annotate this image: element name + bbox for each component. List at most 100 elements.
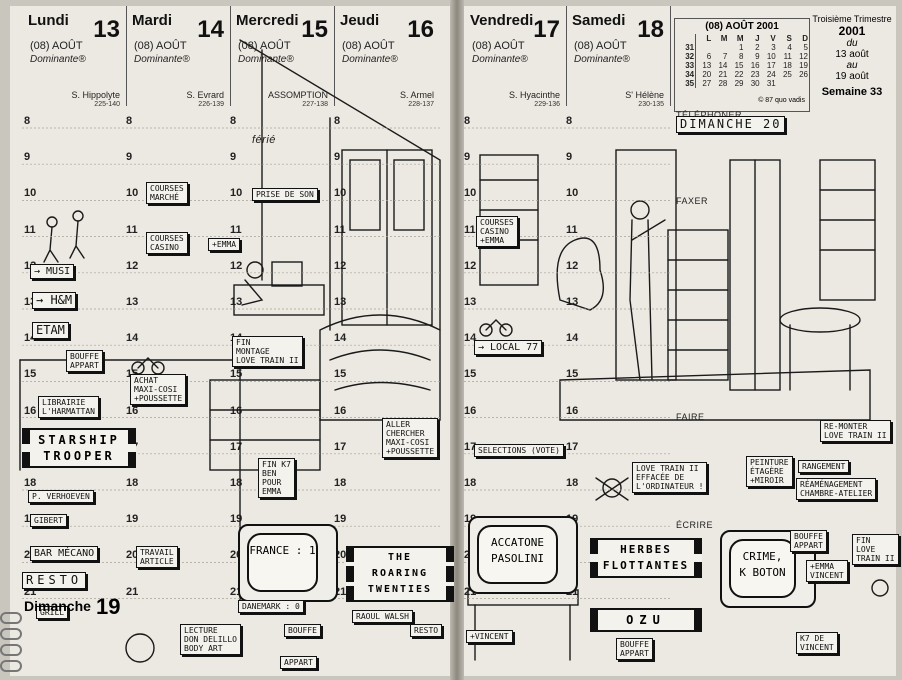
day-dominante: Dominante® <box>472 54 528 65</box>
doorway <box>615 149 677 381</box>
hour-label: 14 <box>566 332 579 345</box>
note-hm: → H&M <box>32 292 77 309</box>
day-saint: S. Armel <box>399 90 434 100</box>
hour-label: 18 <box>24 477 37 489</box>
hour-label: 15 <box>230 368 243 381</box>
day-column-saturday: Samedi 18 (08) AOÛT Dominante® S' Hélène… <box>566 6 671 108</box>
hour-label: 16 <box>24 404 37 417</box>
hour-label: 14 <box>126 332 139 345</box>
faire-label: FAIRE <box>676 412 705 422</box>
day-cell: 25 <box>782 70 792 79</box>
hour-label: 20 <box>126 549 139 562</box>
tv-screen-left: FRANCE : 1 <box>247 533 318 592</box>
day-number: 13 <box>93 16 120 43</box>
from-date: 13 août <box>835 49 869 60</box>
hour-label: 13 <box>230 296 243 308</box>
hour-label: 10 <box>126 187 139 200</box>
hour-label: 21 <box>126 585 139 598</box>
sunday-name: Dimanche <box>24 598 91 614</box>
hour-label: 14 <box>464 332 477 345</box>
note-france: FRANCE : 1 <box>249 544 316 557</box>
day-month: (08) AOÛT <box>134 40 187 52</box>
spiral-ring <box>0 644 22 656</box>
quarter-label: Troisième Trimestre <box>812 14 892 24</box>
week-number: Semaine 33 <box>821 86 883 98</box>
hour-label: 17 <box>566 440 579 453</box>
faxer-label: FAXER <box>676 196 709 206</box>
bookshelf <box>667 229 729 381</box>
hour-label: 11 <box>126 223 138 236</box>
day-cell: 18 <box>782 61 792 70</box>
day-dominante: Dominante® <box>574 54 630 65</box>
day-cell: 2 <box>755 43 760 52</box>
day-dominante: Dominante® <box>134 54 190 65</box>
day-cell: 23 <box>750 70 760 79</box>
day-cell: 19 <box>799 61 808 70</box>
day-name: Samedi <box>572 12 626 29</box>
hour-label: 16 <box>334 404 347 417</box>
day-cell: 12 <box>799 52 808 61</box>
hour-label: 10 <box>464 187 477 200</box>
hour-label: 10 <box>566 187 579 200</box>
note-local-77: → LOCAL 77 <box>474 340 543 355</box>
day-dominante: Dominante® <box>30 54 86 65</box>
au-label: au <box>846 60 858 71</box>
note-p-verhoeven: P. VERHOEVEN <box>28 490 94 503</box>
day-month: (08) AOÛT <box>238 40 291 52</box>
hour-label: 11 <box>464 223 476 236</box>
day-month: (08) AOÛT <box>30 40 83 52</box>
bed <box>319 314 441 421</box>
hour-label: 8 <box>24 115 31 127</box>
hour-label: 12 <box>464 259 477 272</box>
note-k-boton: K BOTON <box>739 566 786 579</box>
hour-label: 12 <box>566 259 579 272</box>
week-number-cell <box>679 34 697 43</box>
note-dimanche-20: DIMANCHE 20 <box>676 116 786 133</box>
hour-label: 19 <box>126 513 139 526</box>
hour-label: 19 <box>334 513 347 526</box>
day-of-year: 225-140 <box>94 101 120 108</box>
day-month: (08) AOÛT <box>574 40 627 52</box>
tv-screen-far-right: CRIME, K BOTON <box>729 539 796 598</box>
day-of-year: 226-139 <box>198 101 224 108</box>
day-cell: 24 <box>766 70 776 79</box>
note-danemark: DANEMARK : 0 <box>238 600 304 613</box>
hour-label: 13 <box>126 296 139 308</box>
hour-label: 17 <box>334 440 347 453</box>
tv-left: FRANCE : 1 <box>238 524 338 602</box>
day-cell: 10 <box>766 52 776 61</box>
note-ozu: OZU <box>590 608 702 632</box>
hour-label: 9 <box>24 151 31 164</box>
week-number-cell: 33 <box>679 61 697 70</box>
hour-label: 18 <box>230 477 243 489</box>
hour-label: 19 <box>230 513 243 526</box>
day-cell: 31 <box>766 79 776 88</box>
day-cell: M <box>720 34 728 43</box>
day-cell: 21 <box>718 70 728 79</box>
day-cell: 4 <box>787 43 792 52</box>
day-cell: 30 <box>750 79 760 88</box>
week-number-cell: 31 <box>679 43 697 52</box>
spiral-ring <box>0 628 22 640</box>
day-cell: 26 <box>799 70 808 79</box>
hour-label: 18 <box>334 477 347 489</box>
hour-label: 11 <box>230 223 242 236</box>
day-cell: M <box>736 34 744 43</box>
day-column-monday: Lundi 13 (08) AOÛT Dominante® S. Hippoly… <box>22 6 127 108</box>
day-cell: 28 <box>718 79 728 88</box>
day-cell: 1 <box>739 43 744 52</box>
hour-label: 17 <box>230 440 243 453</box>
